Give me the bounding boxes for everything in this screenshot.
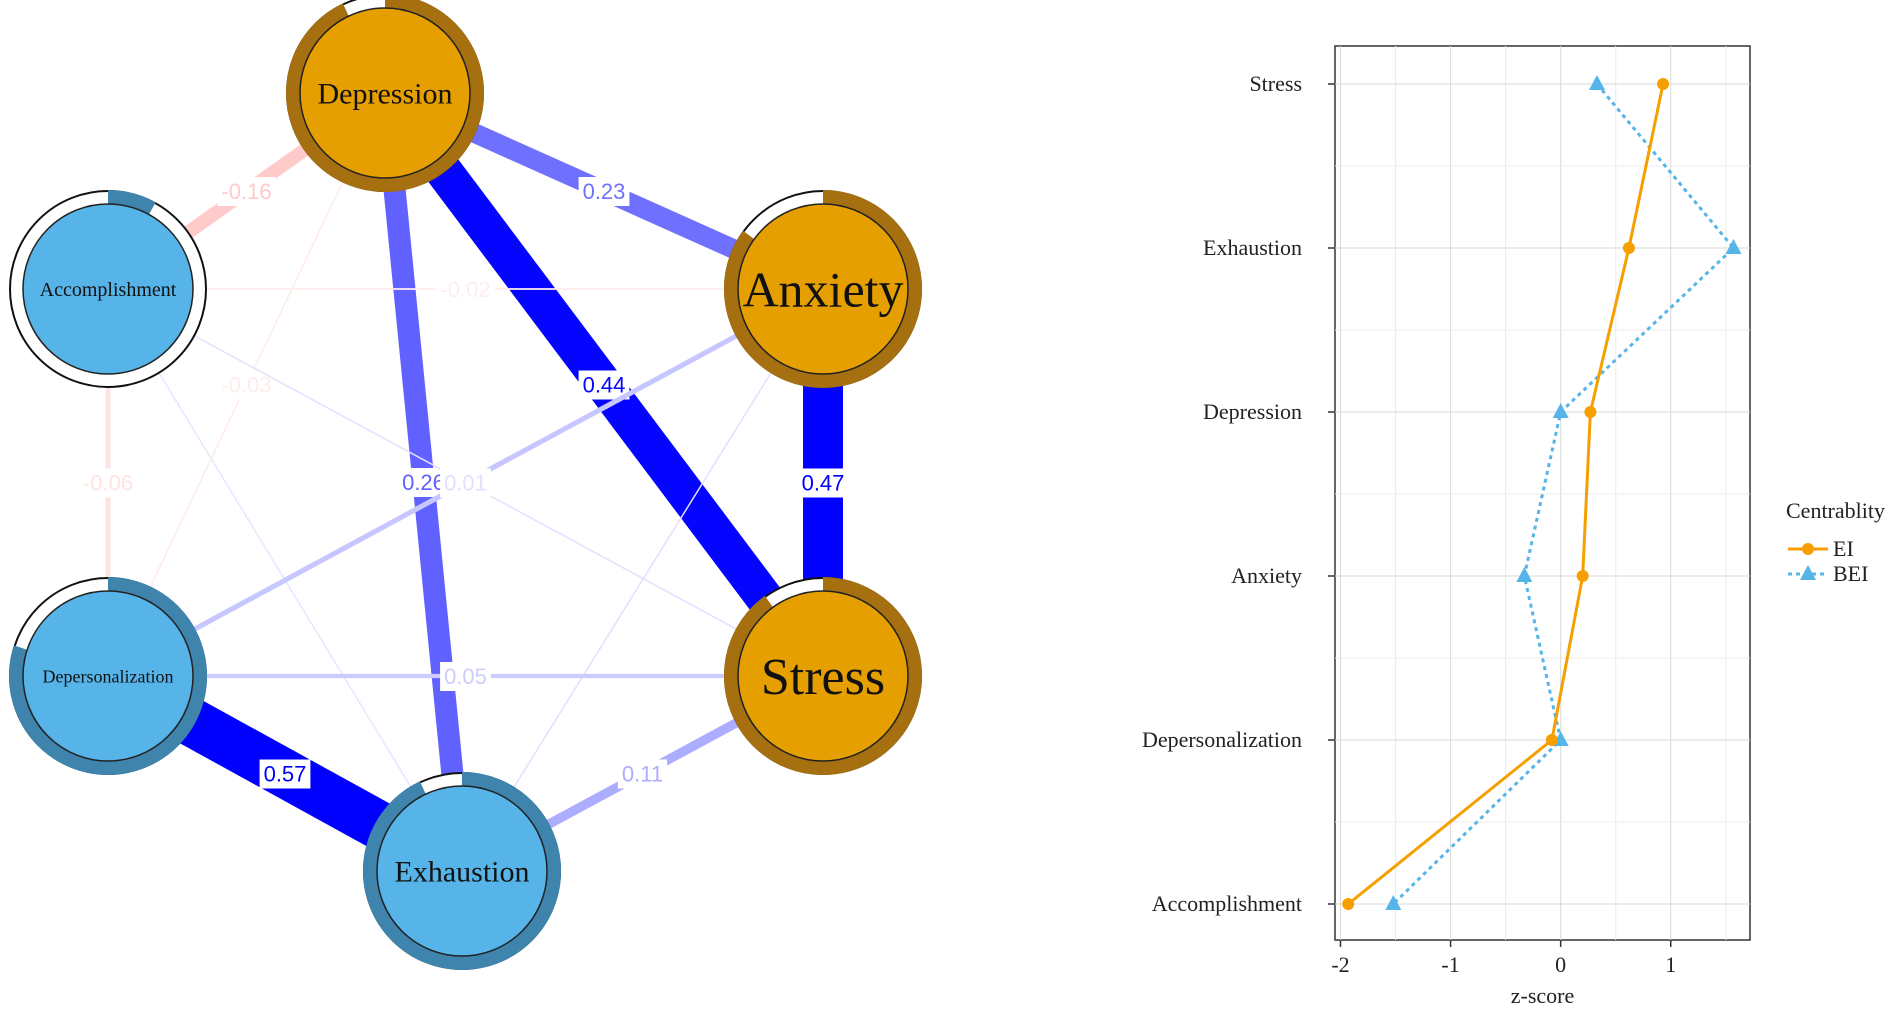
node-pie-ring xyxy=(9,577,207,775)
edge-label-depression-exhaustion: 0.26 xyxy=(402,470,445,495)
node-stress: Stress xyxy=(724,577,922,775)
series-line-bei xyxy=(1392,83,1736,906)
edge-anxiety-exhaustion xyxy=(461,288,824,872)
edge-label-depersonalization-exhaustion: 0.57 xyxy=(264,762,307,787)
node-pie-ring xyxy=(107,190,156,215)
node-fill xyxy=(737,203,909,375)
point-ei-depression xyxy=(1584,406,1597,418)
edge-label-depression-accomplishment: -0.16 xyxy=(221,179,271,204)
point-bei-stress xyxy=(1588,75,1605,90)
node-label-accomplishment: Accomplishment xyxy=(40,279,177,301)
edge-label-bg xyxy=(578,177,630,206)
y-tick-label-depression: Depression xyxy=(1203,399,1302,424)
y-tick-label-accomplishment: Accomplishment xyxy=(1152,891,1302,916)
edge-label-bg xyxy=(578,370,630,400)
edge-label-bg xyxy=(440,662,491,691)
point-bei-accomplishment xyxy=(1385,895,1402,910)
plot-panel xyxy=(1334,45,1751,941)
x-tick-label: 1 xyxy=(1665,952,1676,977)
y-tick-label-anxiety: Anxiety xyxy=(1231,563,1302,588)
node-fill xyxy=(299,7,471,179)
node-pie-ring xyxy=(286,0,484,192)
node-fill xyxy=(737,590,909,762)
plot-series xyxy=(1342,75,1742,910)
node-pie-ring xyxy=(724,577,922,775)
edge-label-anxiety-stress: 0.47 xyxy=(802,471,845,496)
edge-label-depression-anxiety: 0.23 xyxy=(583,179,626,204)
x-tick-label: -2 xyxy=(1331,952,1349,977)
node-fill xyxy=(22,203,194,375)
node-pie-ring xyxy=(363,772,561,970)
x-tick-label: -1 xyxy=(1441,952,1459,977)
edge-label-bg xyxy=(617,759,668,789)
edge-label-stress-exhaustion: 0.11 xyxy=(622,762,663,787)
edge-label-bg xyxy=(259,759,311,789)
network-graph: -0.16 0.23 0.44 0.26 -0.02 -0.06 0.47 0.05 0.57 0… xyxy=(9,0,922,970)
node-depersonalization: Depersonalization xyxy=(9,577,207,775)
node-label-depression: Depression xyxy=(318,78,453,111)
edge-label-accomplishment-depersonalization: -0.06 xyxy=(83,471,133,496)
point-bei-depression xyxy=(1552,403,1569,418)
edge-label-depersonalization-stress: 0.05 xyxy=(444,664,487,689)
node-accomplishment: Accomplishment xyxy=(9,190,207,388)
y-tick-label-exhaustion: Exhaustion xyxy=(1203,235,1302,260)
plot-panel-border xyxy=(1334,45,1751,941)
point-ei-exhaustion xyxy=(1622,242,1635,254)
node-fill xyxy=(22,590,194,762)
edge-label-depersonalization-depression: -0.03 xyxy=(221,373,271,398)
legend-key-marker-bei xyxy=(1800,565,1816,580)
x-tick-label: 0 xyxy=(1555,952,1566,977)
y-tick-label-depersonalization: Depersonalization xyxy=(1142,727,1302,752)
point-bei-anxiety xyxy=(1516,567,1533,582)
node-depression: Depression xyxy=(286,0,484,192)
plot-axes: StressExhaustionDepressionAnxietyDeperso… xyxy=(1142,71,1676,1008)
point-ei-anxiety xyxy=(1576,570,1589,582)
node-anxiety: Anxiety xyxy=(724,190,922,388)
point-ei-stress xyxy=(1657,78,1670,90)
node-label-depersonalization: Depersonalization xyxy=(43,666,174,686)
point-bei-exhaustion xyxy=(1725,239,1742,254)
node-fill xyxy=(376,785,548,957)
legend-key-marker-ei xyxy=(1802,543,1814,555)
node-label-anxiety: Anxiety xyxy=(742,262,903,318)
node-label-exhaustion: Exhaustion xyxy=(395,856,530,889)
edge-label-bg xyxy=(440,468,491,498)
legend-title: Centrablity xyxy=(1786,498,1885,523)
y-tick-label-stress: Stress xyxy=(1249,71,1302,96)
edge-label-stress-accomplishment: 0.01 xyxy=(444,471,487,496)
node-label-stress: Stress xyxy=(761,649,885,706)
x-axis-label: z-score xyxy=(1511,983,1575,1008)
edge-label-bg xyxy=(217,370,276,400)
legend-label-ei: EI xyxy=(1833,536,1854,561)
series-line-ei xyxy=(1347,83,1665,906)
edge-label-bg xyxy=(78,468,138,498)
edge-label-depression-stress: 0.44 xyxy=(583,373,626,398)
node-pie-ring xyxy=(724,190,922,388)
edge-label-accomplishment-anxiety: -0.02 xyxy=(440,277,490,302)
point-ei-depersonalization xyxy=(1545,734,1558,746)
node-exhaustion: Exhaustion xyxy=(363,772,561,970)
edge-label-bg xyxy=(217,177,276,206)
edge-label-bg xyxy=(436,275,495,304)
point-ei-accomplishment xyxy=(1342,898,1355,910)
edge-label-bg xyxy=(797,468,849,498)
legend-label-bei: BEI xyxy=(1833,561,1868,586)
